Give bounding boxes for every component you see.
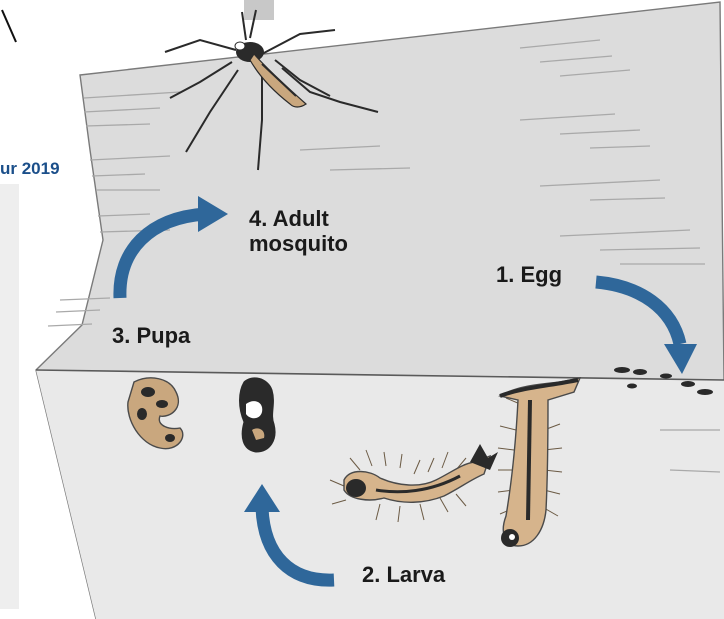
top-tab [244,0,274,20]
corner-stroke [2,10,16,42]
stage-label-adult-line1: 4. Adult [249,206,329,231]
stage-label-adult: 4. Adult mosquito [249,206,348,256]
stage-label-larva: 2. Larva [362,562,445,587]
pupa-upright [240,378,276,452]
credit-fragment: ur 2019 [0,159,60,179]
stage-label-egg: 1. Egg [496,262,562,287]
left-panel-edge [0,184,19,609]
stage-label-adult-line2: mosquito [249,231,348,256]
stage-label-pupa: 3. Pupa [112,323,190,348]
